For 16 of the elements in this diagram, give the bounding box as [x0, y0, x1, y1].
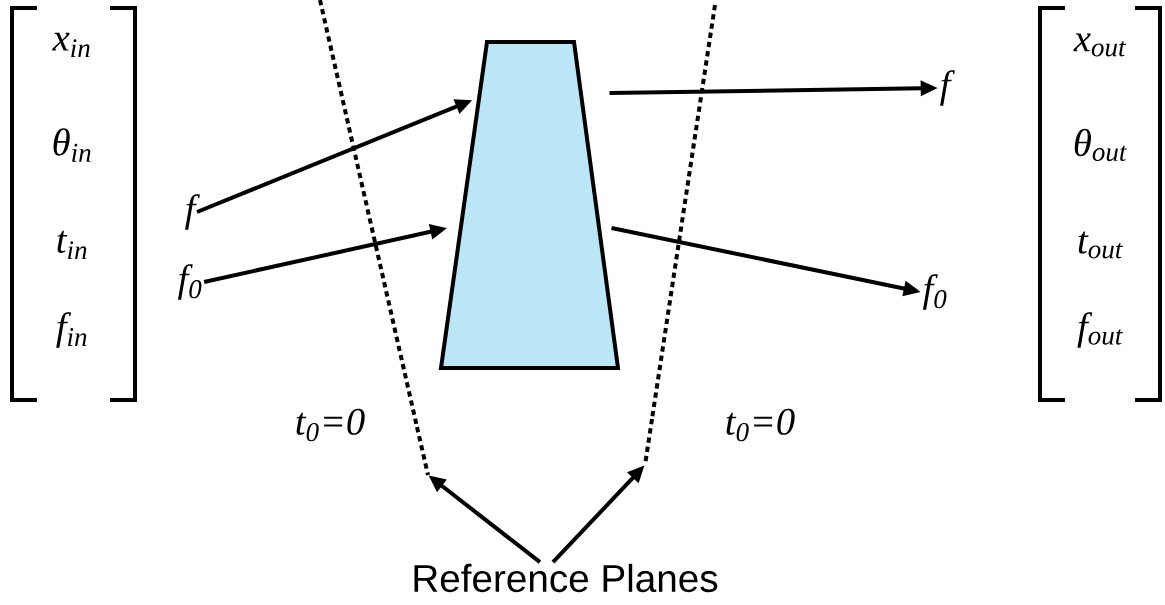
plane-label: t$_{0}$=0	[296, 408, 365, 442]
vector-entry: θ$_{in}$	[53, 128, 91, 162]
vector-entry: f$_{out}$	[1077, 312, 1123, 348]
signal-label: f	[185, 194, 200, 230]
vector-entry: t$_{in}$	[57, 230, 87, 260]
plane-label: t$_{0}$=0	[726, 408, 795, 442]
vector-entry: x$_{in}$	[52, 32, 90, 58]
signal-label: f$_{0}$	[177, 264, 202, 300]
signal-label: f$_{0}$	[922, 274, 947, 310]
vector-entry: t$_{out}$	[1078, 231, 1123, 259]
vector-entry: x$_{out}$	[1073, 33, 1127, 57]
signal-label: f	[940, 70, 955, 106]
vector-entry: θ$_{out}$	[1074, 128, 1127, 162]
vector-entry: f$_{in}$	[56, 312, 87, 348]
line-end	[415, 426, 430, 476]
caption-text: Reference Planes	[414, 563, 718, 593]
